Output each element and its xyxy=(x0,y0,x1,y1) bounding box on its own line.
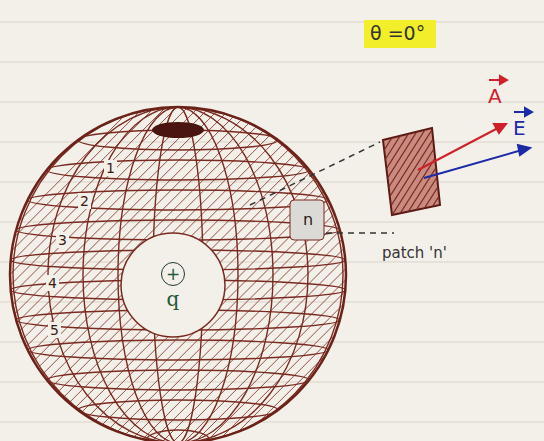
charge-label: q xyxy=(167,289,180,309)
callout-number: 1 xyxy=(104,160,117,176)
callout-number: 3 xyxy=(56,232,69,248)
charge-sign: + xyxy=(161,262,185,286)
callout-number: 4 xyxy=(46,275,59,291)
paper-lines xyxy=(0,22,544,422)
surface-patch: n xyxy=(296,208,320,232)
callout-number: 5 xyxy=(48,322,61,338)
patch-label: n xyxy=(303,212,313,228)
vector-label: E xyxy=(513,118,526,138)
vector-label: A xyxy=(488,86,502,106)
angle-label: θ =0° xyxy=(370,24,425,43)
callout-number: 2 xyxy=(78,193,91,209)
charge-circle: +q xyxy=(138,250,208,320)
patch-caption: patch 'n' xyxy=(382,246,447,261)
